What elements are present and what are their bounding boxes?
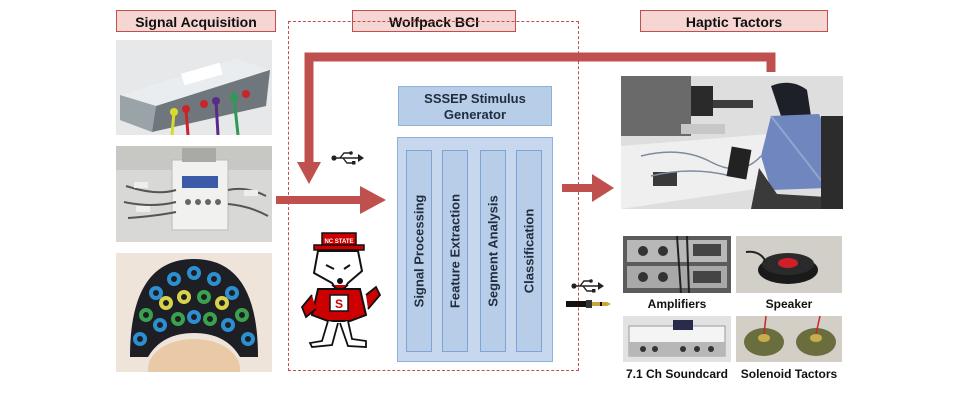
- photo-soundcard: [623, 316, 731, 362]
- caption-speaker: Speaker: [765, 297, 813, 311]
- pipeline-label: Feature Extraction: [447, 193, 463, 309]
- wolf-mascot-logo: NC STATE S: [300, 232, 382, 348]
- sssep-stimulus-generator: SSSEP Stimulus Generator: [398, 86, 552, 126]
- pipeline-label: Signal Processing: [411, 194, 427, 308]
- caption-amplifiers: Amplifiers: [647, 297, 707, 311]
- photo-user-setup: [621, 76, 843, 209]
- caption-solenoid-tactors: Solenoid Tactors: [740, 367, 838, 381]
- photo-eeg-amplifier: [116, 40, 272, 135]
- pipeline-classification: Classification: [516, 150, 542, 352]
- header-haptic-tactors: Haptic Tactors: [640, 10, 828, 32]
- input-arrow-shaft: [276, 196, 362, 204]
- caption-soundcard: 7.1 Ch Soundcard: [625, 367, 729, 381]
- pipeline-label: Segment Analysis: [485, 195, 501, 307]
- output-arrow-shaft: [562, 184, 594, 192]
- audio-jack-icon: [566, 300, 611, 308]
- pipeline-label: Classification: [521, 208, 537, 294]
- pipeline-signal-processing: Signal Processing: [406, 150, 432, 352]
- feedback-arrow: [304, 52, 776, 165]
- feedback-arrowhead: [297, 162, 321, 184]
- header-signal-acquisition: Signal Acquisition: [116, 10, 276, 32]
- input-arrowhead: [360, 186, 386, 214]
- svg-text:S: S: [335, 297, 343, 311]
- photo-electrode-box: [116, 146, 272, 242]
- usb-icon: [331, 151, 364, 165]
- usb-icon: [571, 279, 604, 293]
- pipeline-feature-extraction: Feature Extraction: [442, 150, 468, 352]
- photo-solenoid-tactors: [736, 316, 842, 362]
- mascot-hat-text: NC STATE: [324, 239, 353, 245]
- photo-eeg-cap: [116, 253, 272, 372]
- pipeline-segment-analysis: Segment Analysis: [480, 150, 506, 352]
- photo-amplifiers: [623, 236, 731, 293]
- photo-speaker: [736, 236, 842, 293]
- output-arrowhead: [592, 174, 614, 202]
